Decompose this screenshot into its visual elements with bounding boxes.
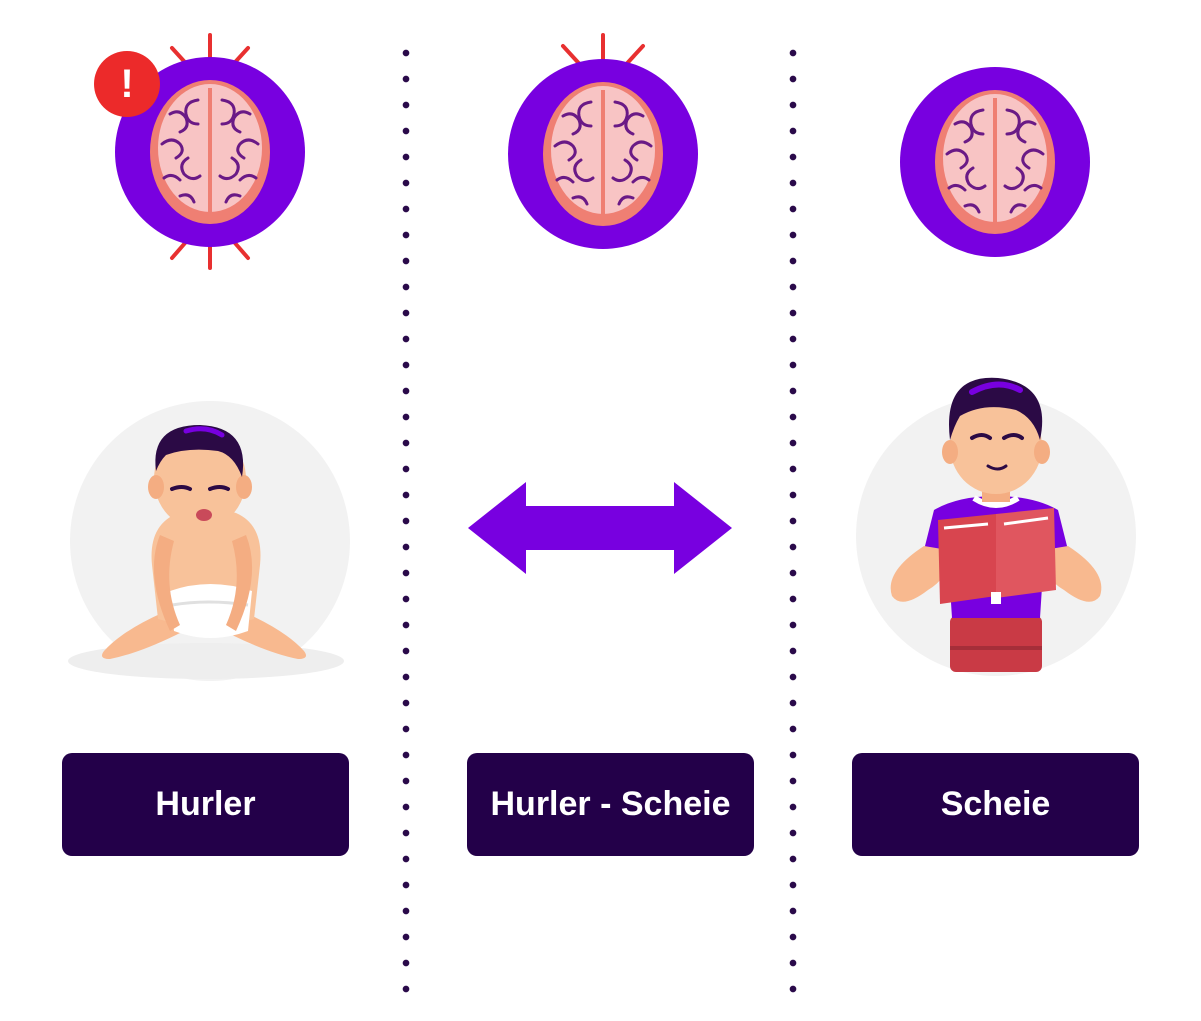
alert-badge-icon: ! bbox=[120, 62, 134, 106]
label-scheie: Scheie bbox=[852, 753, 1139, 856]
label-hurler-scheie: Hurler - Scheie bbox=[467, 753, 754, 856]
brain-mild-icon bbox=[900, 67, 1090, 257]
label-hurler: Hurler bbox=[62, 753, 349, 856]
baby-illustration bbox=[68, 401, 350, 681]
brain-moderate-icon bbox=[508, 33, 698, 249]
column-divider-left bbox=[402, 40, 410, 1000]
boy-reading-illustration bbox=[856, 377, 1136, 676]
brain-severe-icon bbox=[94, 33, 305, 270]
column-divider-right bbox=[789, 40, 797, 1000]
double-arrow-icon bbox=[468, 482, 732, 574]
